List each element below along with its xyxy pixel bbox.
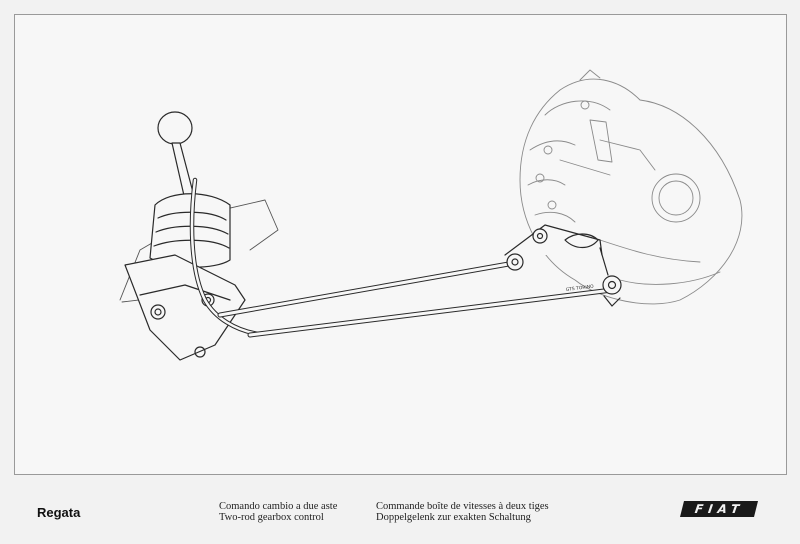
caption-german: Doppelgelenk zur exakten Schaltung [376,512,531,523]
drawing-stamp: GTS TORINO [566,284,595,293]
upper-rod [217,259,523,318]
lever-base-housing [124,254,246,361]
caption-italian: Comando cambio a due aste [219,501,338,512]
caption-english: Two-rod gearbox control [219,512,324,523]
fiat-logo: FIAT [680,501,758,517]
gearbox-linkage-joints [504,224,622,307]
caption-french: Commande boîte de vitesses à deux tiges [376,501,549,512]
fiat-logo-text: FIAT [693,502,745,516]
bent-shift-rod [189,177,261,337]
gearbox-housing [519,69,743,305]
model-name: Regata [37,505,81,520]
illustration-frame [14,14,787,475]
lower-rod [247,287,615,338]
gear-lever [157,111,196,201]
